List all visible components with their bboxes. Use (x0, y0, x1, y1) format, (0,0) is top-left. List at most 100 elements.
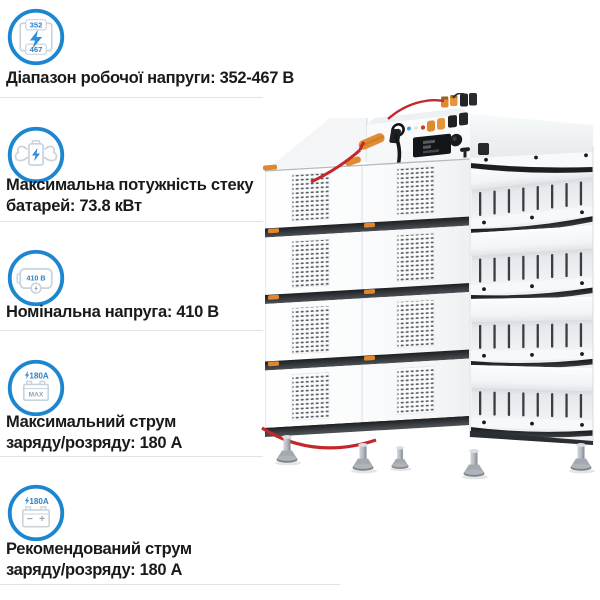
side-slot (479, 192, 482, 217)
nominal-voltage-icon: 410 В (7, 249, 65, 307)
icon-current-value: 180A (29, 497, 49, 506)
voltage-range-icon: 352 467 (7, 8, 65, 66)
divider (0, 330, 263, 331)
adjustable-foot (462, 449, 488, 480)
side-slot (536, 392, 539, 417)
icon-bottom-value: 467 (30, 45, 43, 54)
side-slot (565, 253, 568, 278)
control-unit-side (470, 114, 593, 158)
side-bay (470, 296, 593, 369)
side-slot (565, 323, 568, 348)
red-cable (310, 148, 362, 184)
side-slot (579, 393, 583, 418)
side-slot (551, 393, 554, 418)
side-slot (493, 190, 496, 215)
side-slot (522, 187, 525, 212)
icon-top-value: 352 (30, 21, 43, 30)
rivet (530, 215, 534, 220)
side-slot (579, 323, 583, 348)
orange-handle (345, 156, 361, 167)
rivet (530, 421, 534, 426)
rivet (580, 210, 584, 215)
rivet (482, 353, 486, 358)
side-slot (536, 186, 539, 211)
vent-grille (396, 365, 435, 415)
orange-clip (364, 222, 375, 228)
side-slot (522, 392, 525, 417)
icon-max-label: MAX (29, 391, 44, 398)
battery-strength-icon (7, 126, 65, 184)
orange-clip (268, 228, 279, 234)
side-slot (507, 256, 511, 281)
side-slot (551, 184, 554, 209)
lightning-bolt-icon (24, 496, 30, 505)
orange-clip (268, 294, 279, 300)
adjustable-foot (569, 443, 595, 474)
yellow-indicator (414, 126, 418, 130)
rivet (482, 220, 486, 225)
divider (0, 584, 340, 585)
vent-grille (291, 238, 330, 288)
side-slot (479, 324, 482, 349)
minus-terminal: − (27, 514, 33, 525)
muscle-arm-icon (14, 145, 29, 162)
rivet (482, 420, 486, 425)
side-slot (479, 391, 482, 416)
adjustable-foot (351, 443, 377, 474)
orange-connector (437, 117, 445, 130)
lightning-bolt-icon (34, 285, 38, 292)
orange-clip (262, 164, 278, 171)
black-connector (459, 112, 468, 126)
side-slot (507, 324, 511, 349)
top-surface (265, 118, 367, 171)
vent-grille (396, 166, 435, 216)
rivet (530, 353, 534, 357)
side-slot (551, 323, 554, 348)
side-slot (551, 254, 554, 279)
side-slot (507, 391, 511, 416)
side-slot (565, 393, 568, 418)
orange-clip (364, 289, 375, 295)
side-slot (565, 182, 568, 207)
rivet (580, 352, 584, 356)
side-slot (493, 324, 496, 349)
orange-clip (268, 361, 279, 367)
divider (0, 221, 263, 222)
orange-clip (364, 355, 375, 361)
side-vent-slot (478, 143, 489, 155)
red-cable (387, 99, 445, 120)
side-slot (579, 252, 583, 277)
side-slot (536, 323, 539, 348)
orange-connector (427, 120, 435, 132)
icon-current-value: 180A (29, 371, 49, 380)
side-slot (522, 255, 525, 280)
display-panel (413, 133, 451, 158)
vent-grille (396, 232, 435, 282)
battery-stack-image (261, 93, 595, 480)
red-indicator (420, 125, 426, 130)
side-slot (522, 324, 525, 349)
control-panel (389, 112, 470, 166)
max-current-icon: 180A MAX (7, 359, 65, 417)
muscle-arm-icon (43, 145, 58, 162)
plus-terminal: + (39, 514, 45, 525)
side-slot (579, 181, 583, 206)
adjustable-foot (390, 446, 412, 472)
icon-voltage-value: 410 В (27, 275, 46, 283)
blue-indicator (407, 126, 411, 131)
spec-label-nominal-voltage: Номінальна напруга: 410 В (6, 303, 219, 321)
vent-grille (291, 172, 330, 222)
side-slot (536, 254, 539, 279)
side-slot (493, 391, 496, 416)
black-connector (448, 115, 457, 128)
vent-grille (396, 299, 435, 349)
side-slot (479, 258, 482, 283)
rivet (580, 423, 584, 427)
spec-label-voltage-range: Діапазон робочої напруги: 352-467 В (6, 69, 294, 87)
rivet (530, 284, 534, 289)
lightning-bolt-icon (24, 370, 30, 380)
